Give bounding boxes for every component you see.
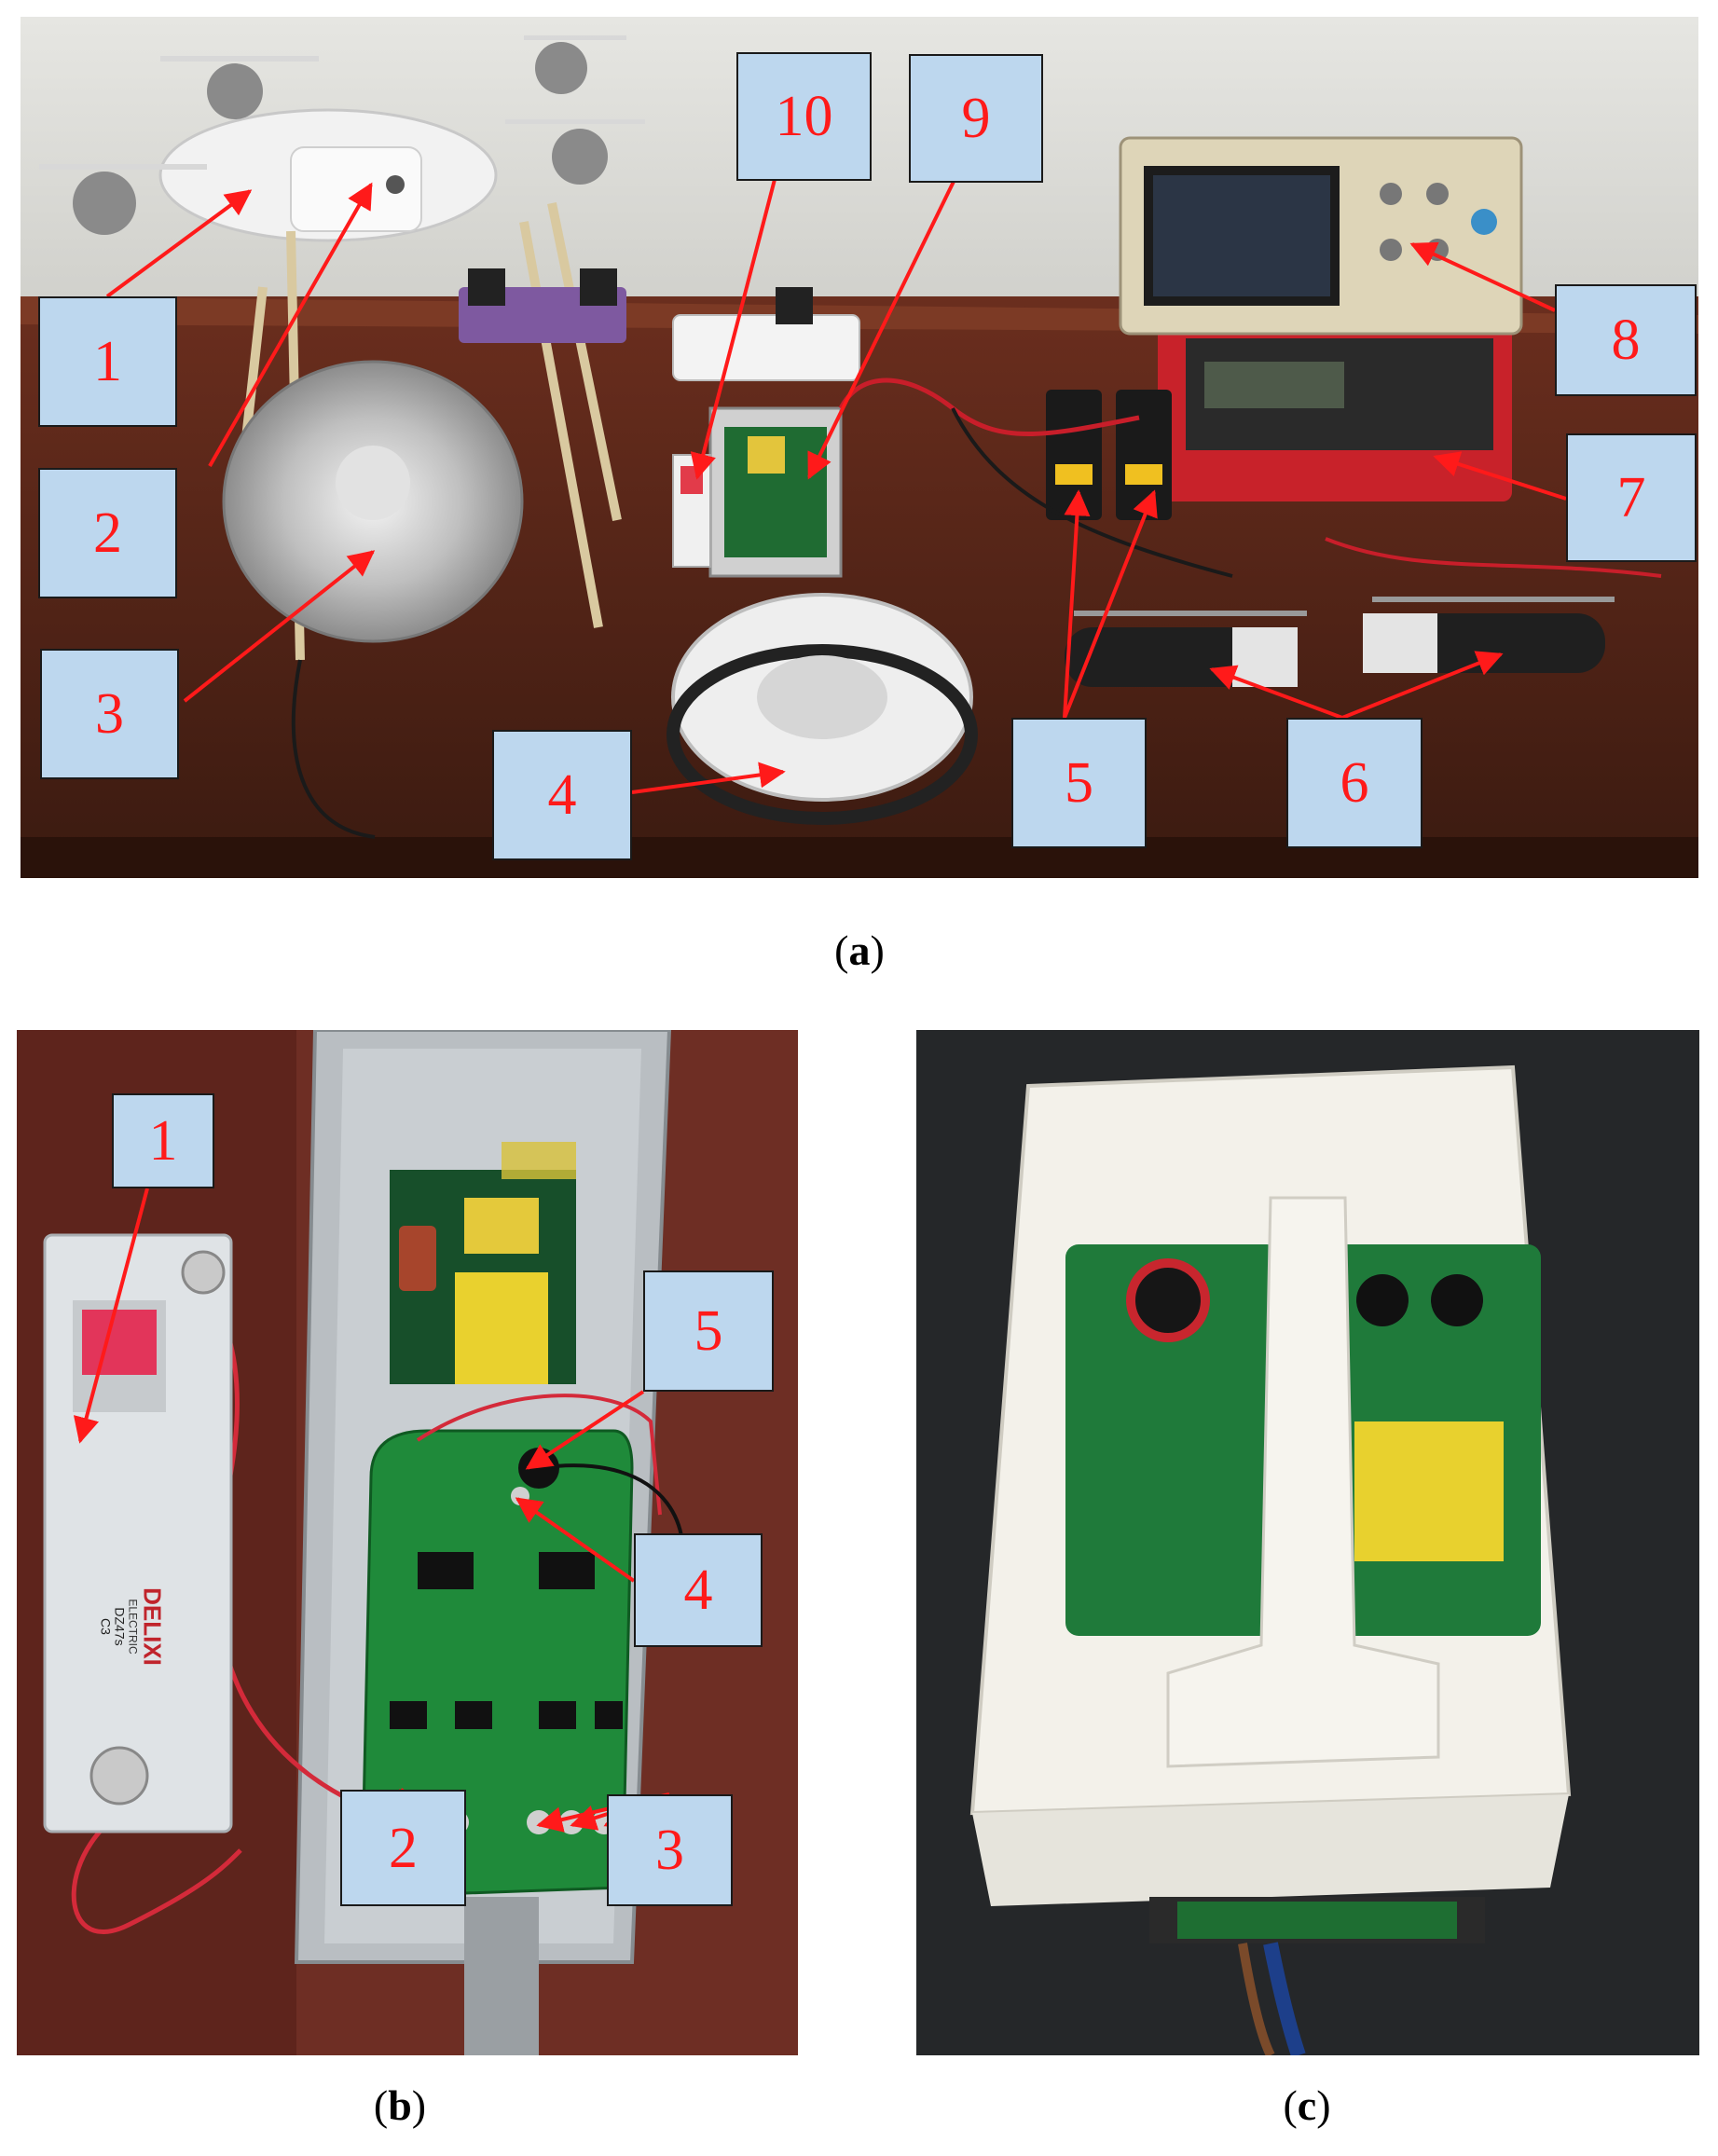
label-a-1: 1: [38, 296, 177, 427]
breaker-model: DZ47s: [112, 1607, 128, 1646]
label-a-8: 8: [1555, 284, 1697, 396]
module-housing-photo: [916, 1030, 1699, 2055]
label-a-6: 6: [1286, 718, 1423, 848]
label-a-7: 7: [1566, 433, 1697, 562]
caption-c: (c): [1283, 2081, 1331, 2129]
caption-a: (a): [834, 927, 885, 974]
breaker-brand: DELIXI: [138, 1587, 167, 1666]
breaker-subtitle: ELECTRIC: [126, 1599, 140, 1655]
label-b-3: 3: [607, 1794, 733, 1906]
label-a-5: 5: [1011, 718, 1147, 848]
breaker-rating: C3: [98, 1618, 114, 1635]
label-a-2: 2: [38, 468, 177, 598]
label-a-10: 10: [736, 52, 872, 181]
label-b-2: 2: [340, 1790, 466, 1906]
label-a-3: 3: [40, 649, 179, 779]
label-b-4: 4: [634, 1533, 763, 1647]
label-a-4: 4: [492, 730, 632, 860]
label-a-9: 9: [909, 54, 1043, 183]
caption-b: (b): [373, 2081, 427, 2129]
label-b-1: 1: [112, 1093, 214, 1188]
label-b-5: 5: [643, 1270, 774, 1392]
photo-panel-c: [916, 1030, 1699, 2055]
breaker-brand-text: DELIXI ELECTRIC DZ47s C3: [62, 1515, 201, 1738]
